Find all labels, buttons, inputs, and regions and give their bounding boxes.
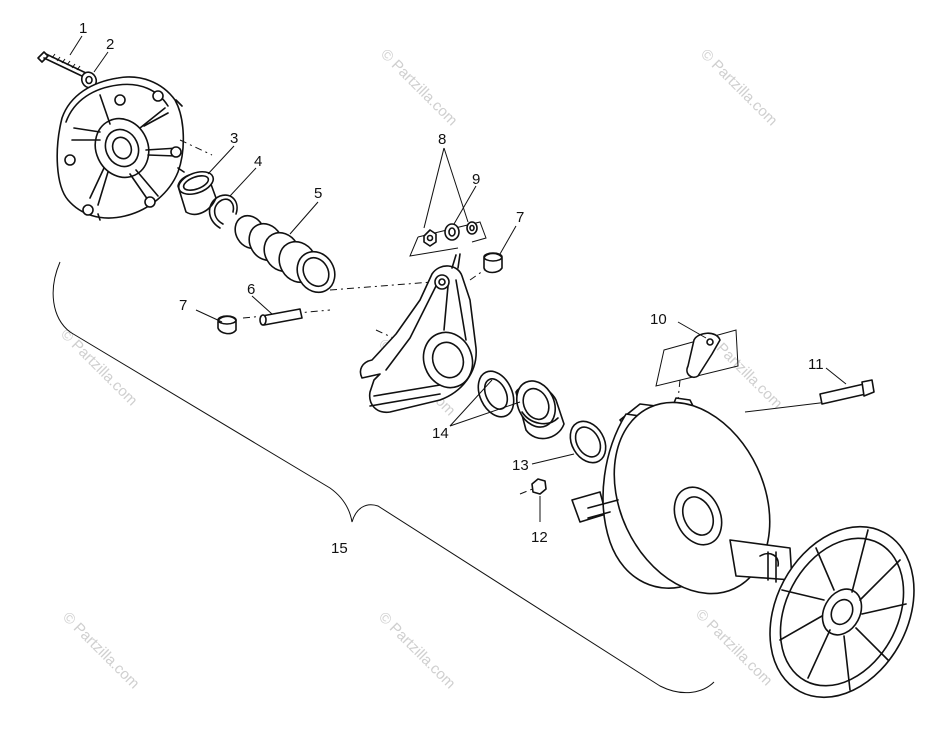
callout-10: 10 xyxy=(650,311,667,328)
roller-icon xyxy=(217,315,237,335)
callout-4: 4 xyxy=(254,153,262,170)
callout-9: 9 xyxy=(472,171,480,188)
cover-plate-icon xyxy=(56,76,185,221)
weight-icon xyxy=(655,329,739,387)
watermark: © Partzilla.com xyxy=(375,609,458,692)
nut-icon xyxy=(531,478,547,495)
watermark: © Partzilla.com xyxy=(697,46,780,129)
callout-13: 13 xyxy=(512,457,529,474)
bushing-icon xyxy=(569,420,607,464)
roller-icon xyxy=(483,252,503,274)
nut-washer-icon xyxy=(409,221,487,257)
seal-icon xyxy=(477,370,515,418)
drive-clutch-icon xyxy=(729,525,915,699)
callout-12: 12 xyxy=(531,529,548,546)
leader-lines xyxy=(69,35,847,522)
watermark: © Partzilla.com xyxy=(377,46,460,129)
callout-8: 8 xyxy=(438,131,446,148)
seal-icon xyxy=(515,380,565,440)
bolt-icon xyxy=(37,51,87,78)
callout-11: 11 xyxy=(808,356,824,373)
bolt-icon xyxy=(819,379,875,405)
watermark: © Partzilla.com xyxy=(57,326,140,409)
washer-icon xyxy=(80,71,98,89)
spring-icon xyxy=(234,214,336,294)
callout-7-left: 7 xyxy=(179,297,187,314)
assembly-bracket xyxy=(52,261,715,694)
pin-icon xyxy=(259,308,303,326)
callout-3: 3 xyxy=(230,130,238,147)
callout-7-right: 7 xyxy=(516,209,524,226)
movable-sheave-icon xyxy=(571,397,771,595)
callout-labels: 1 2 3 4 5 6 7 7 8 9 10 11 12 13 14 15 xyxy=(79,20,824,557)
watermark: © Partzilla.com xyxy=(59,609,142,692)
callout-14: 14 xyxy=(432,425,449,442)
callout-6: 6 xyxy=(247,281,255,298)
callout-1: 1 xyxy=(79,20,87,37)
callout-5: 5 xyxy=(314,185,322,202)
callout-15: 15 xyxy=(331,540,348,557)
watermark: © Partzilla.com xyxy=(692,606,775,689)
callout-2: 2 xyxy=(106,36,114,53)
spider-arm-icon xyxy=(359,253,477,414)
snap-ring-icon xyxy=(208,194,238,229)
